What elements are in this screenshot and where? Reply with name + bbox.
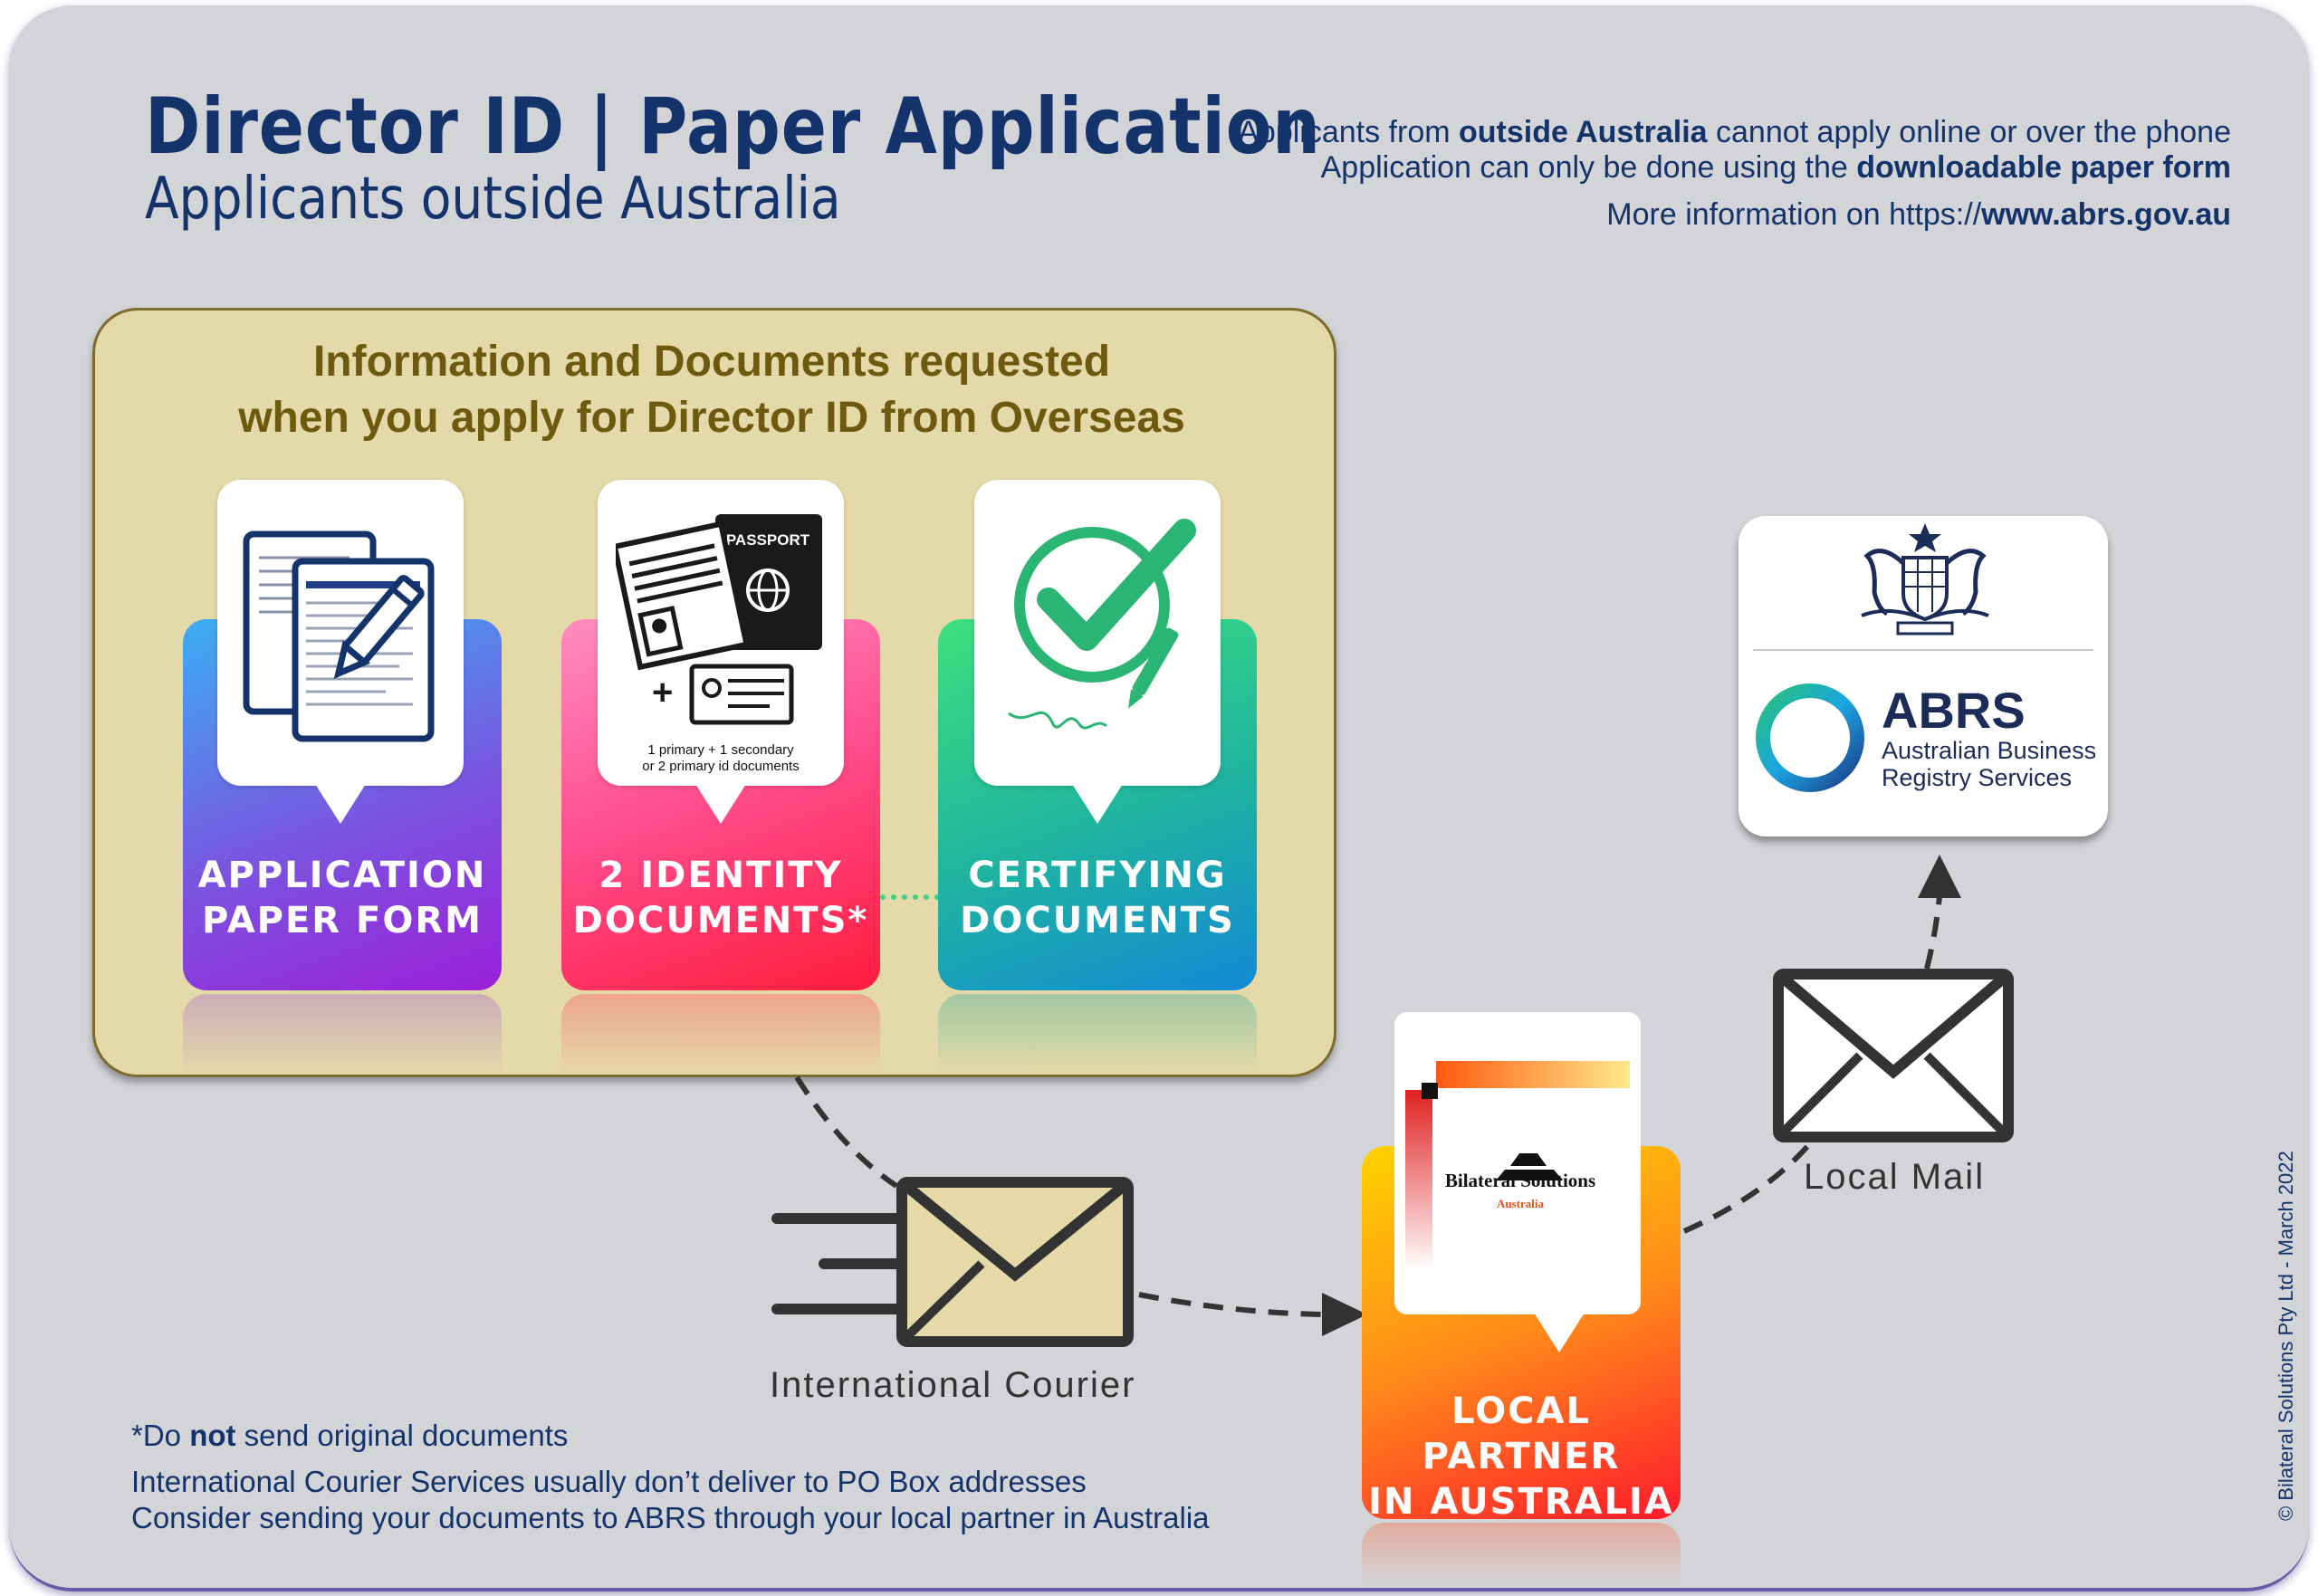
passport-id-icon: PASSPORT + bbox=[616, 514, 822, 725]
abrs-logo-swirl-icon bbox=[1756, 683, 1864, 792]
svg-text:PASSPORT: PASSPORT bbox=[726, 531, 810, 549]
card-reflection bbox=[561, 994, 880, 1075]
footnote-1: *Do not send original documents bbox=[131, 1419, 569, 1452]
paper-form-icon bbox=[243, 530, 435, 742]
checkmark-signature-icon bbox=[1008, 519, 1196, 730]
footnote-3: Consider sending your documents to ABRS … bbox=[131, 1501, 1210, 1534]
abrs-acronym: ABRS bbox=[1882, 682, 2026, 739]
bubble-tail bbox=[315, 784, 366, 824]
coat-of-arms-icon bbox=[1861, 523, 1989, 636]
bubble-tail bbox=[1534, 1313, 1585, 1352]
bubble-tail bbox=[1072, 784, 1123, 824]
page-title: Director ID | Paper Application bbox=[145, 81, 1321, 172]
abrs-divider bbox=[1753, 649, 2093, 651]
local-mail-label: Local Mail bbox=[1804, 1157, 1986, 1197]
partner-logo-name: Bilateral Solutions bbox=[1444, 1170, 1596, 1191]
svg-text:+: + bbox=[652, 673, 673, 712]
courier-label: International Courier bbox=[770, 1365, 1136, 1405]
bilateral-solutions-logo bbox=[1405, 1061, 1630, 1271]
info-line-2: Application can only be done using the d… bbox=[1320, 150, 2231, 185]
mail-envelope-icon bbox=[1773, 969, 2014, 1142]
bubble-tail bbox=[695, 784, 746, 824]
footnote-2: International Courier Services usually d… bbox=[131, 1465, 1087, 1498]
documents-title-line-1: Information and Documents requested bbox=[312, 338, 1111, 386]
card-reflection bbox=[183, 994, 502, 1075]
info-line-1: Applicants from outside Australia cannot… bbox=[1238, 115, 2231, 149]
courier-envelope-icon bbox=[771, 1177, 1134, 1347]
documents-title-line-2: when you apply for Director ID from Over… bbox=[238, 394, 1185, 442]
dotted-connector bbox=[880, 894, 940, 900]
info-line-3: More information on https://www.abrs.gov… bbox=[1606, 197, 2231, 232]
copyright-note: © Bilateral Solutions Pty Ltd - March 20… bbox=[2275, 1151, 2297, 1521]
page-subtitle: Applicants outside Australia bbox=[145, 166, 841, 233]
card-reflection bbox=[1362, 1523, 1681, 1586]
card-reflection bbox=[938, 994, 1257, 1075]
partner-logo-sub: Australia bbox=[1497, 1197, 1544, 1210]
